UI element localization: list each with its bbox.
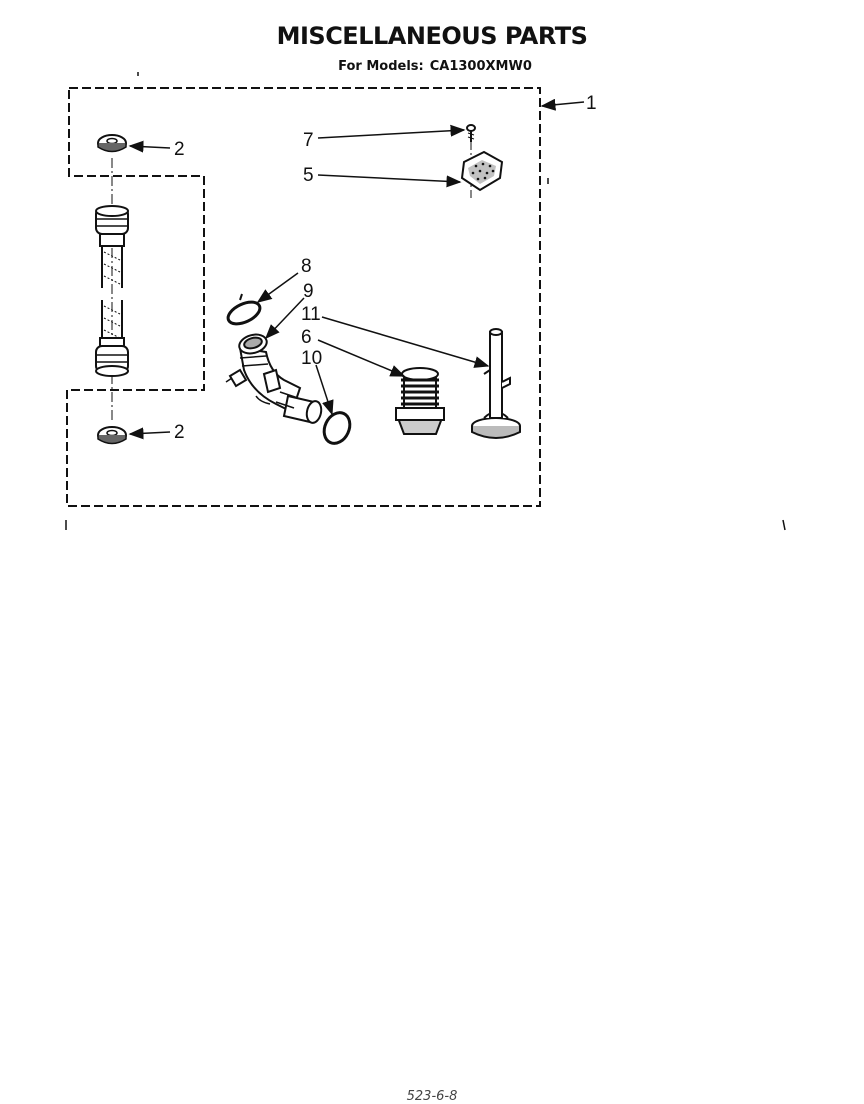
clip — [460, 150, 504, 192]
callout-10: 10 — [301, 348, 322, 369]
callout-5: 5 — [303, 165, 314, 186]
leveling-leg — [471, 328, 521, 439]
callout-9: 9 — [303, 281, 314, 302]
page-title: MISCELLANEOUS PARTS — [276, 22, 588, 50]
callout-7: 7 — [303, 130, 314, 151]
footer-code: 523-6-8 — [406, 1089, 458, 1104]
callout-2-top: 2 — [174, 139, 185, 160]
washer-top — [97, 134, 127, 153]
screw — [466, 124, 476, 142]
callout-1: 1 — [586, 93, 597, 114]
drain-elbow — [225, 333, 323, 424]
fill-hose — [95, 205, 129, 377]
model-subtitle: For Models: CA1300XMW0 — [0, 59, 864, 74]
callout-numbers: 1 2 2 7 5 8 9 11 6 10 — [174, 93, 597, 443]
drain-filter — [395, 367, 445, 435]
kit-boundary — [66, 87, 541, 507]
stray-marks — [65, 72, 786, 531]
clamp-ring-top — [226, 293, 262, 326]
washer-bottom — [97, 426, 127, 445]
callout-6: 6 — [301, 327, 312, 348]
callout-2-bottom: 2 — [174, 422, 185, 443]
clamp-ring-bottom — [322, 411, 352, 445]
leader-lines — [128, 98, 585, 440]
models-label: For Models: — [338, 59, 424, 74]
model-number: CA1300XMW0 — [429, 59, 532, 74]
callout-11: 11 — [301, 304, 321, 325]
callout-8: 8 — [301, 256, 312, 277]
